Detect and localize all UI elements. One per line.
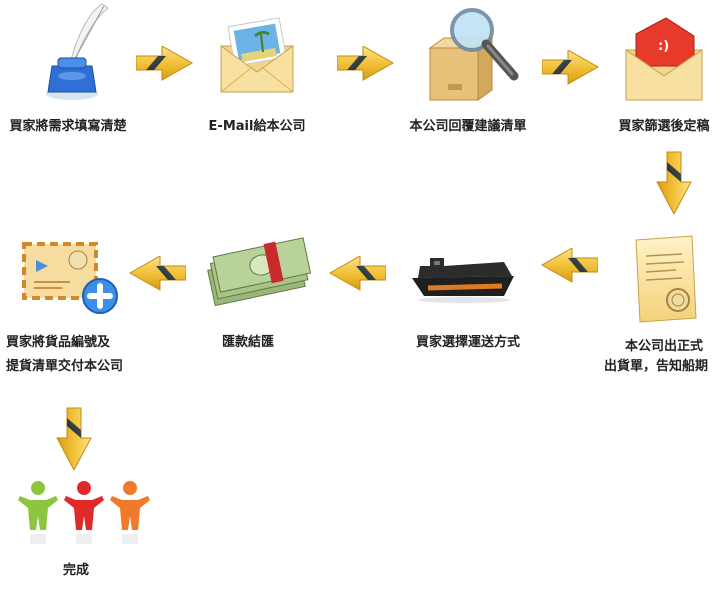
step-label-4: 買家篩選後定稿	[618, 119, 710, 134]
arrow-right-icon	[135, 45, 196, 86]
step-label-5-line1: 本公司出正式	[624, 339, 703, 354]
arrow-left-icon	[326, 255, 387, 296]
envelope-photo-icon	[215, 12, 299, 100]
arrow-down-icon	[56, 404, 92, 474]
step-label-2: E-Mail給本公司	[208, 119, 306, 134]
certificate-document-icon	[626, 232, 706, 324]
step-label-5-line2: 出貨單，告知船期	[603, 359, 708, 374]
svg-text::): :)	[658, 39, 669, 54]
arrow-right-icon	[336, 45, 397, 86]
step-label-8-line2: 提貨清單交付本公司	[6, 359, 124, 374]
arrow-left-icon	[126, 255, 187, 296]
arrow-down-icon	[656, 148, 692, 218]
step-label-9: 完成	[62, 563, 89, 578]
step-label-6: 買家選擇運送方式	[415, 335, 520, 350]
arrow-left-icon	[538, 247, 599, 288]
arrow-right-icon	[541, 49, 602, 90]
cargo-ship-icon	[408, 244, 518, 304]
money-stack-icon	[200, 236, 316, 316]
people-group-icon	[12, 476, 156, 550]
red-envelope-icon: :)	[622, 14, 706, 102]
mail-plus-icon	[20, 238, 120, 318]
step-label-3: 本公司回覆建議清單	[409, 119, 527, 134]
step-label-1: 買家將需求填寫清楚	[9, 119, 127, 134]
step-label-7: 匯款結匯	[221, 335, 274, 350]
box-magnifier-icon	[418, 4, 526, 104]
step-label-8-line1: 買家將貨品編號及	[6, 335, 111, 350]
ink-quill-icon	[38, 2, 118, 102]
